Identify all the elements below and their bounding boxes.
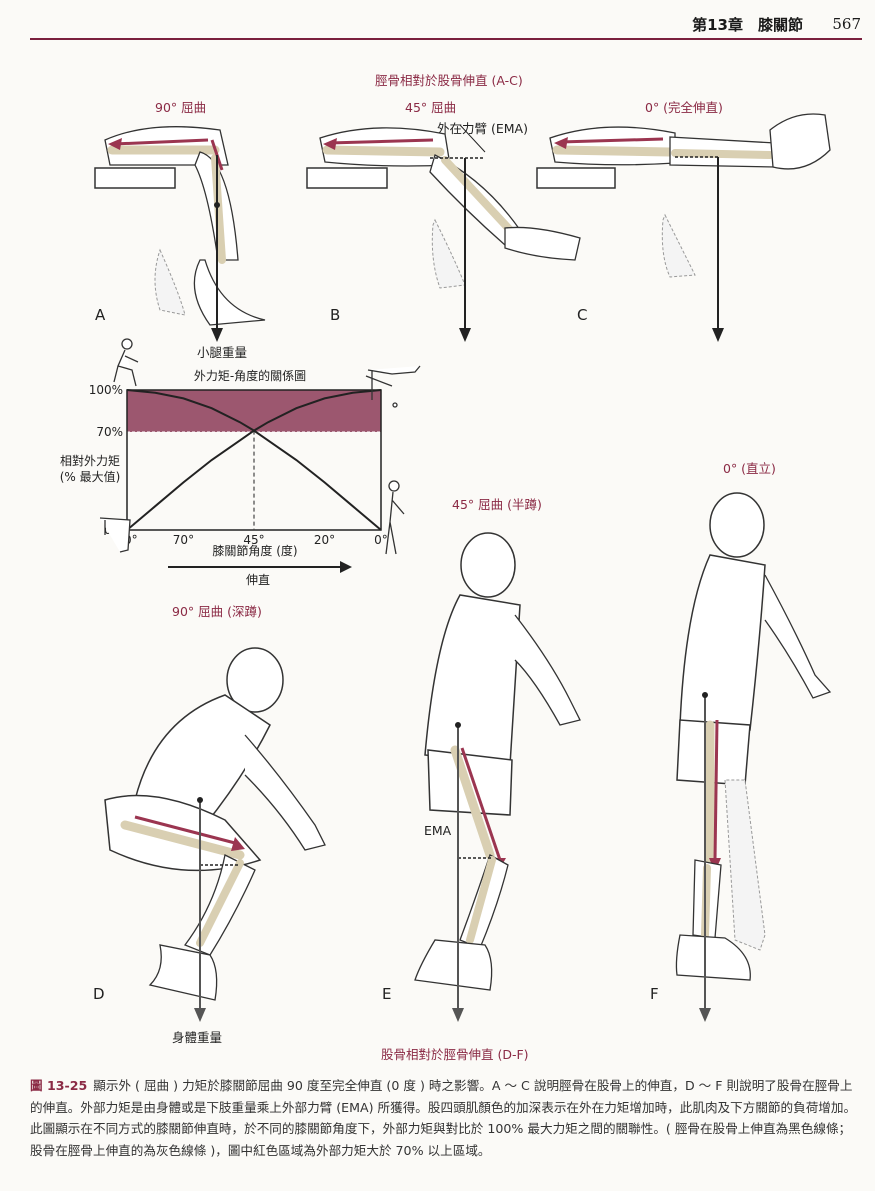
- illustration-panel-b: [306, 124, 581, 342]
- extension-arrow-head: [340, 561, 352, 573]
- panel-letter-a: A: [95, 306, 106, 324]
- body-weight-label: 身體重量: [172, 1030, 223, 1045]
- chart-shaded-region: [127, 390, 381, 432]
- illustration-panel-d: [104, 647, 326, 1022]
- panel-c-angle-label: 0° (完全伸直): [645, 100, 723, 115]
- chart-x-tick-label: 45°: [243, 533, 264, 547]
- chart-title: 外力矩-角度的關係圖: [194, 368, 306, 383]
- ema-label-top: 外在力臂 (EMA): [437, 121, 528, 136]
- panel-letter-c: C: [577, 306, 588, 324]
- chart-ylabel-line2: (% 最大值): [60, 469, 121, 484]
- leg-weight-label: 小腿重量: [197, 345, 248, 360]
- ema-label-bottom: EMA: [424, 823, 452, 838]
- seated-extension-figure-icon: [365, 365, 421, 408]
- caption-text: 顯示外 ( 屈曲 ) 力矩於膝關節屈曲 90 度至完全伸直 (0 度 ) 時之影…: [30, 1078, 857, 1158]
- illustration-panel-f: [675, 492, 832, 1022]
- chart-ylabel-line1: 相對外力矩: [60, 454, 120, 468]
- header-rule: [30, 38, 862, 40]
- top-section-title: 脛骨相對於股骨伸直 (A-C): [375, 73, 523, 88]
- seated-flexion-figure-icon: [99, 517, 131, 553]
- panel-letter-b: B: [330, 306, 341, 324]
- panel-e-angle-label: 45° 屈曲 (半蹲): [452, 497, 542, 512]
- standing-figure-icon: [385, 480, 405, 555]
- panel-b-angle-label: 45° 屈曲: [405, 100, 457, 115]
- chart-x-tick-label: 70°: [173, 533, 194, 547]
- panel-d-angle-label: 90° 屈曲 (深蹲): [172, 604, 262, 619]
- illustration-panel-c: [536, 113, 831, 342]
- chart-x-tick-label: 0°: [374, 533, 388, 547]
- panel-f-angle-label: 0° (直立): [723, 461, 776, 476]
- panel-letter-d: D: [93, 985, 105, 1003]
- figure-number: 圖 13-25: [30, 1078, 88, 1093]
- panel-letter-e: E: [382, 985, 392, 1003]
- chart-xlabel: 膝關節角度 (度): [212, 543, 297, 558]
- chart-series-group: [126, 389, 382, 531]
- illustration-panel-a: [94, 126, 266, 342]
- moment-angle-chart: 90°70°45°20°0°100%70%0% 外力矩-角度的關係圖 相對外力矩…: [60, 338, 421, 587]
- bottom-section-title: 股骨相對於脛骨伸直 (D-F): [381, 1047, 529, 1062]
- chart-series-line-2: [126, 389, 382, 531]
- chart-x-tick-label: 20°: [314, 533, 335, 547]
- panel-letter-f: F: [650, 985, 659, 1003]
- chart-ticks-group: 90°70°45°20°0°100%70%0%: [89, 383, 388, 547]
- squat-figure-icon: [113, 338, 139, 387]
- page-number: 567: [832, 15, 861, 33]
- illustration-panel-e: [414, 532, 581, 1022]
- chart-y-tick-label: 70%: [96, 425, 123, 439]
- panel-a-angle-label: 90° 屈曲: [155, 100, 207, 115]
- running-head: 第13章 膝關節: [692, 16, 803, 34]
- extension-label: 伸直: [246, 573, 270, 587]
- chart-y-tick-label: 100%: [89, 383, 123, 397]
